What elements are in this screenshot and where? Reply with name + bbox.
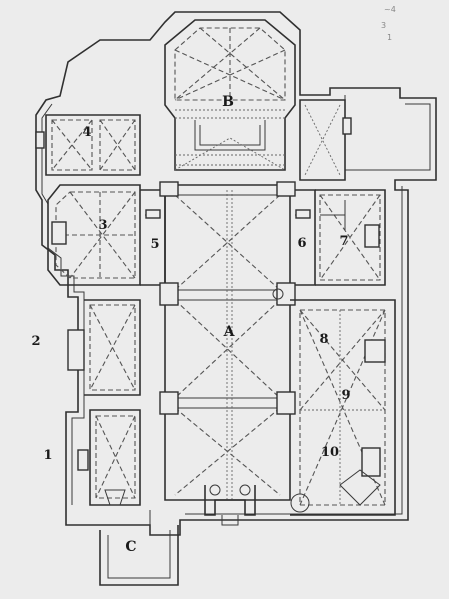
label-a: A: [223, 324, 236, 340]
apse-b: [164, 19, 296, 171]
pencil-mark-1: ~4: [384, 5, 396, 14]
room-7: [315, 189, 386, 286]
label-9: 9: [341, 388, 350, 403]
pencil-mark-2: 3: [381, 21, 386, 30]
label-7: 7: [339, 234, 348, 249]
room-3: [47, 184, 141, 286]
label-1: 1: [43, 448, 52, 463]
label-3: 3: [98, 218, 107, 233]
label-6: 6: [297, 236, 306, 251]
pencil-mark-3: 1: [387, 33, 392, 42]
label-10: 10: [321, 445, 339, 460]
label-2: 2: [31, 334, 40, 349]
bay-5-6: [140, 189, 316, 286]
nave-a: [159, 181, 296, 501]
right-aisle: [290, 299, 396, 516]
room-4: [35, 114, 141, 176]
sacristy-right: [299, 99, 352, 181]
label-4: 4: [82, 125, 91, 140]
left-chapels: [67, 299, 141, 506]
west-entrance: [204, 484, 256, 526]
label-c: C: [125, 539, 136, 555]
label-5: 5: [150, 237, 159, 252]
label-b: B: [222, 94, 234, 110]
porch-c-walls: [99, 510, 179, 586]
outer-walls: [35, 11, 437, 536]
label-8: 8: [319, 332, 328, 347]
